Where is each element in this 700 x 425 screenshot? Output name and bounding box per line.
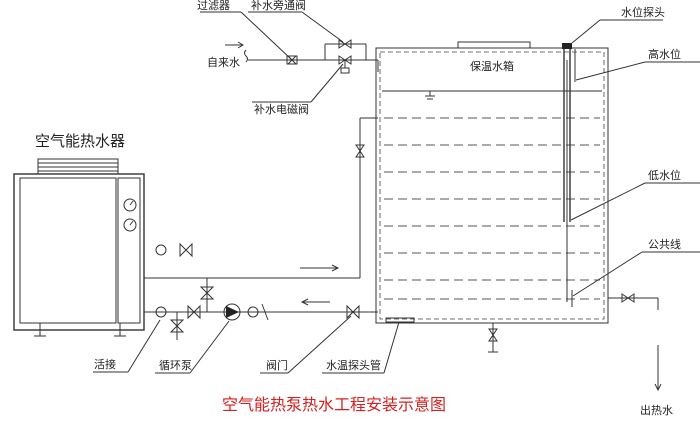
- hot-water-out-label: 出热水: [640, 403, 673, 417]
- low-level-label: 低水位: [648, 168, 681, 182]
- return-pipe: [144, 278, 378, 340]
- outlet-valve-icon: [621, 293, 635, 303]
- pump-label: 循环泵: [159, 359, 192, 372]
- solenoid-valve-icon: [338, 55, 352, 65]
- insulated-tank: [375, 41, 609, 324]
- common-line-label: 公共线: [648, 237, 681, 251]
- diagram-caption: 空气能热泵热水工程安装示意图: [222, 395, 446, 414]
- gauge-icon: [123, 218, 137, 232]
- union-icon: [155, 244, 167, 256]
- heat-pump-unit: [13, 158, 145, 337]
- union-label: 活接: [94, 358, 116, 371]
- temp-probe-pipe-label: 水温探头管: [326, 358, 381, 372]
- leader-lines: [93, 11, 700, 374]
- pump-icon: [223, 303, 241, 321]
- drain-valve-icon: [488, 328, 498, 342]
- valve-label: 阀门: [266, 358, 288, 372]
- tank-drain: [488, 323, 498, 353]
- hot-water-pipe: [144, 117, 378, 279]
- high-level-label: 高水位: [648, 47, 681, 61]
- solenoid-valve-label: 补水电磁阀: [254, 102, 309, 116]
- pipe-valve-icon: [346, 304, 360, 320]
- tap-water-label: 自来水: [207, 56, 240, 69]
- drain-valve-icon: [169, 319, 185, 333]
- pipe-valve-icon: [187, 304, 201, 320]
- tank-label: 保温水箱: [470, 59, 514, 73]
- tap-water-inlet: [225, 39, 379, 74]
- pipe-valve-icon: [199, 286, 215, 300]
- level-probe: [562, 43, 576, 307]
- pipe-valve-icon: [355, 144, 365, 158]
- pipe-valve-icon: [179, 242, 193, 258]
- heater-label: 空气能热水器: [35, 132, 125, 150]
- hot-water-outlet: [608, 293, 662, 392]
- union-icon: [247, 306, 259, 318]
- union-icon: [155, 306, 167, 318]
- filter-label: 过滤器: [197, 0, 230, 12]
- water-level-probe-label: 水位探头: [621, 5, 665, 19]
- bypass-valve-label: 补水旁通阀: [251, 0, 306, 12]
- gauge-icon: [123, 198, 137, 212]
- bypass-valve-icon: [338, 39, 352, 49]
